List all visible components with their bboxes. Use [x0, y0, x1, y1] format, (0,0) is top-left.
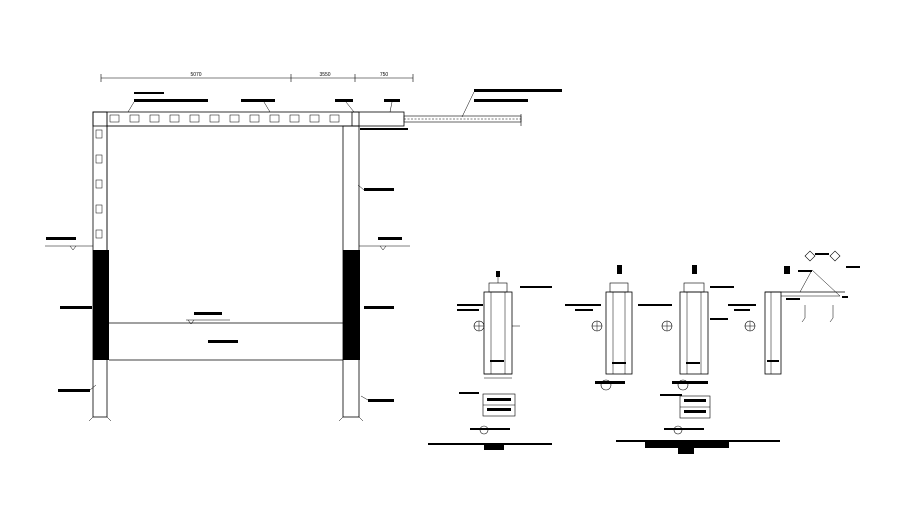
- right-column: [338, 125, 364, 422]
- left-column-brick-pattern: [95, 129, 103, 239]
- plinth-band: [109, 322, 343, 361]
- column-detail-4: [728, 250, 860, 375]
- top-beam: [92, 111, 360, 127]
- top-dimension-line: 5070 3550 750: [100, 72, 414, 82]
- dimension-label-right: 750: [380, 72, 389, 78]
- front-elevation: 5070 3550 750: [45, 72, 562, 422]
- top-beam-brick-pattern: [109, 114, 340, 123]
- left-column: [88, 111, 112, 422]
- elevation-callouts: [58, 89, 562, 402]
- level-markers: [45, 237, 410, 325]
- column-detail-2: [565, 265, 633, 391]
- dimension-label-middle: 3550: [319, 72, 330, 78]
- column-detail-1: [428, 271, 552, 450]
- dimension-label-left: 5070: [190, 72, 201, 78]
- column-detail-3: [616, 265, 780, 454]
- roof-overhang: [351, 111, 522, 127]
